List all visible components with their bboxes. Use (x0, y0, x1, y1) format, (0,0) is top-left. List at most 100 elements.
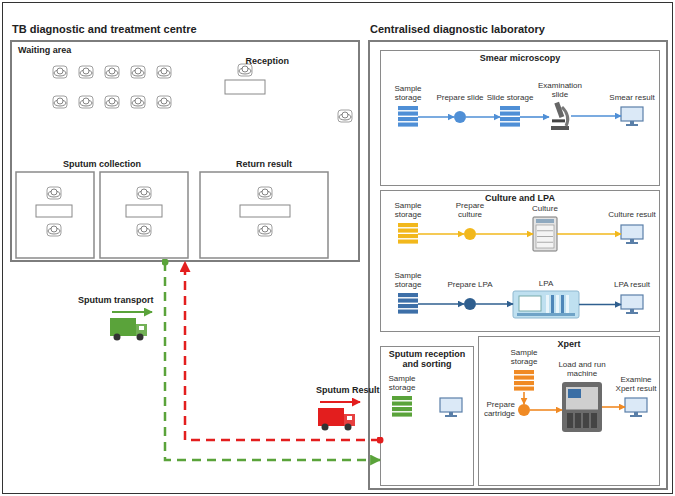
storage-tray (392, 396, 412, 400)
building-heading: Centralised diagnostic laboratory (370, 23, 545, 35)
storage-tray (398, 234, 418, 238)
storage-tray (392, 413, 412, 417)
truck-wheel (114, 334, 121, 341)
head (109, 68, 115, 74)
chair (53, 66, 67, 78)
person-icon (131, 96, 145, 108)
storage-tray (398, 106, 418, 110)
step-label: Sample storage (382, 375, 422, 393)
chair (79, 96, 93, 108)
person-icon (137, 187, 151, 199)
step-label: LPA result (605, 281, 659, 290)
chair (258, 187, 272, 199)
transport-route (165, 262, 380, 460)
step-label: Prepare slide (433, 94, 487, 103)
chair (131, 66, 145, 78)
storage-rack: Slide storage (500, 106, 520, 128)
head (57, 68, 63, 74)
step-label: Sample storage (497, 349, 551, 367)
step-label: Smear result (605, 94, 659, 103)
stand-base (626, 124, 638, 126)
process-dot (464, 298, 476, 310)
process-arrow (557, 233, 621, 235)
step-label: Sample storage (381, 202, 435, 220)
head (83, 98, 89, 104)
microscope-icon (551, 102, 569, 130)
storage-tray (398, 310, 418, 314)
process-step: Prepare slide (454, 111, 466, 123)
head (262, 189, 268, 195)
computer-icon (621, 295, 643, 314)
computer-screen: Examine Xpert result (625, 398, 647, 417)
person-icon (79, 66, 93, 78)
lpa-strip (561, 295, 564, 314)
consult-room (200, 172, 328, 258)
room-label: Xpert (479, 337, 659, 349)
chair (338, 110, 352, 122)
step-label: Sample storage (381, 85, 435, 103)
consult-room (16, 172, 94, 258)
person-icon (53, 96, 67, 108)
consult-room (100, 172, 188, 258)
truck-icon (110, 318, 147, 341)
head (51, 189, 57, 195)
person-icon (258, 187, 272, 199)
lpa-tray (517, 313, 575, 316)
person-icon (131, 66, 145, 78)
storage-rack: Sample storage (398, 106, 418, 128)
lpa-strip (546, 295, 549, 314)
chair (137, 224, 151, 236)
incubator-panel (536, 219, 554, 223)
desk (240, 205, 290, 217)
computer-screen: LPA result (621, 295, 643, 314)
building: ReceptionWaiting areaSputum collection Re… (10, 40, 360, 262)
step-label: Examine Xpert result (612, 376, 660, 394)
chair (47, 224, 61, 236)
process-step: Prepare cartridge (518, 404, 530, 416)
chair (53, 96, 67, 108)
head (83, 68, 89, 74)
step-label: Load and run machine (557, 361, 607, 379)
storage-tray (514, 376, 534, 380)
head (161, 68, 167, 74)
lab-room: Sample storagePrepare culture CultureCult… (380, 190, 660, 332)
storage-tray (500, 106, 520, 110)
head (262, 226, 268, 232)
storage-tray (398, 240, 418, 244)
process-arrow (571, 115, 621, 117)
scope-stage (552, 119, 565, 122)
process-dot (464, 228, 476, 240)
machine-slot (575, 413, 581, 428)
lpa-icon (513, 291, 579, 318)
lab-room: Sample storageSputum reception and sorti… (380, 346, 474, 486)
storage-rack: Sample storage (392, 396, 412, 418)
floor-area: Reception (215, 53, 295, 98)
person-icon (47, 224, 61, 236)
transport-route (185, 262, 380, 440)
step-label: Culture result (605, 211, 659, 220)
storage-tray (398, 112, 418, 116)
lpa-strip (556, 295, 559, 314)
truck-window (139, 326, 144, 330)
storage-tray (500, 117, 520, 121)
step-label: Culture (518, 205, 572, 214)
storage-icon (398, 106, 418, 127)
head (141, 189, 147, 195)
computer-screen: Culture result (621, 225, 643, 244)
person-icon (157, 96, 171, 108)
direction-arrow (112, 311, 152, 313)
area-label: Sputum collection (12, 156, 192, 172)
process-arrow (530, 409, 562, 411)
head (242, 66, 248, 72)
person-icon (105, 66, 119, 78)
process-step: Prepare culture (464, 228, 476, 240)
storage-tray (500, 112, 520, 116)
chair (157, 96, 171, 108)
area-label: Waiting area (12, 42, 358, 58)
lpa-strip (566, 295, 569, 314)
floor-area: ReceptionWaiting area (12, 42, 358, 154)
incubator-shelf (537, 236, 553, 237)
